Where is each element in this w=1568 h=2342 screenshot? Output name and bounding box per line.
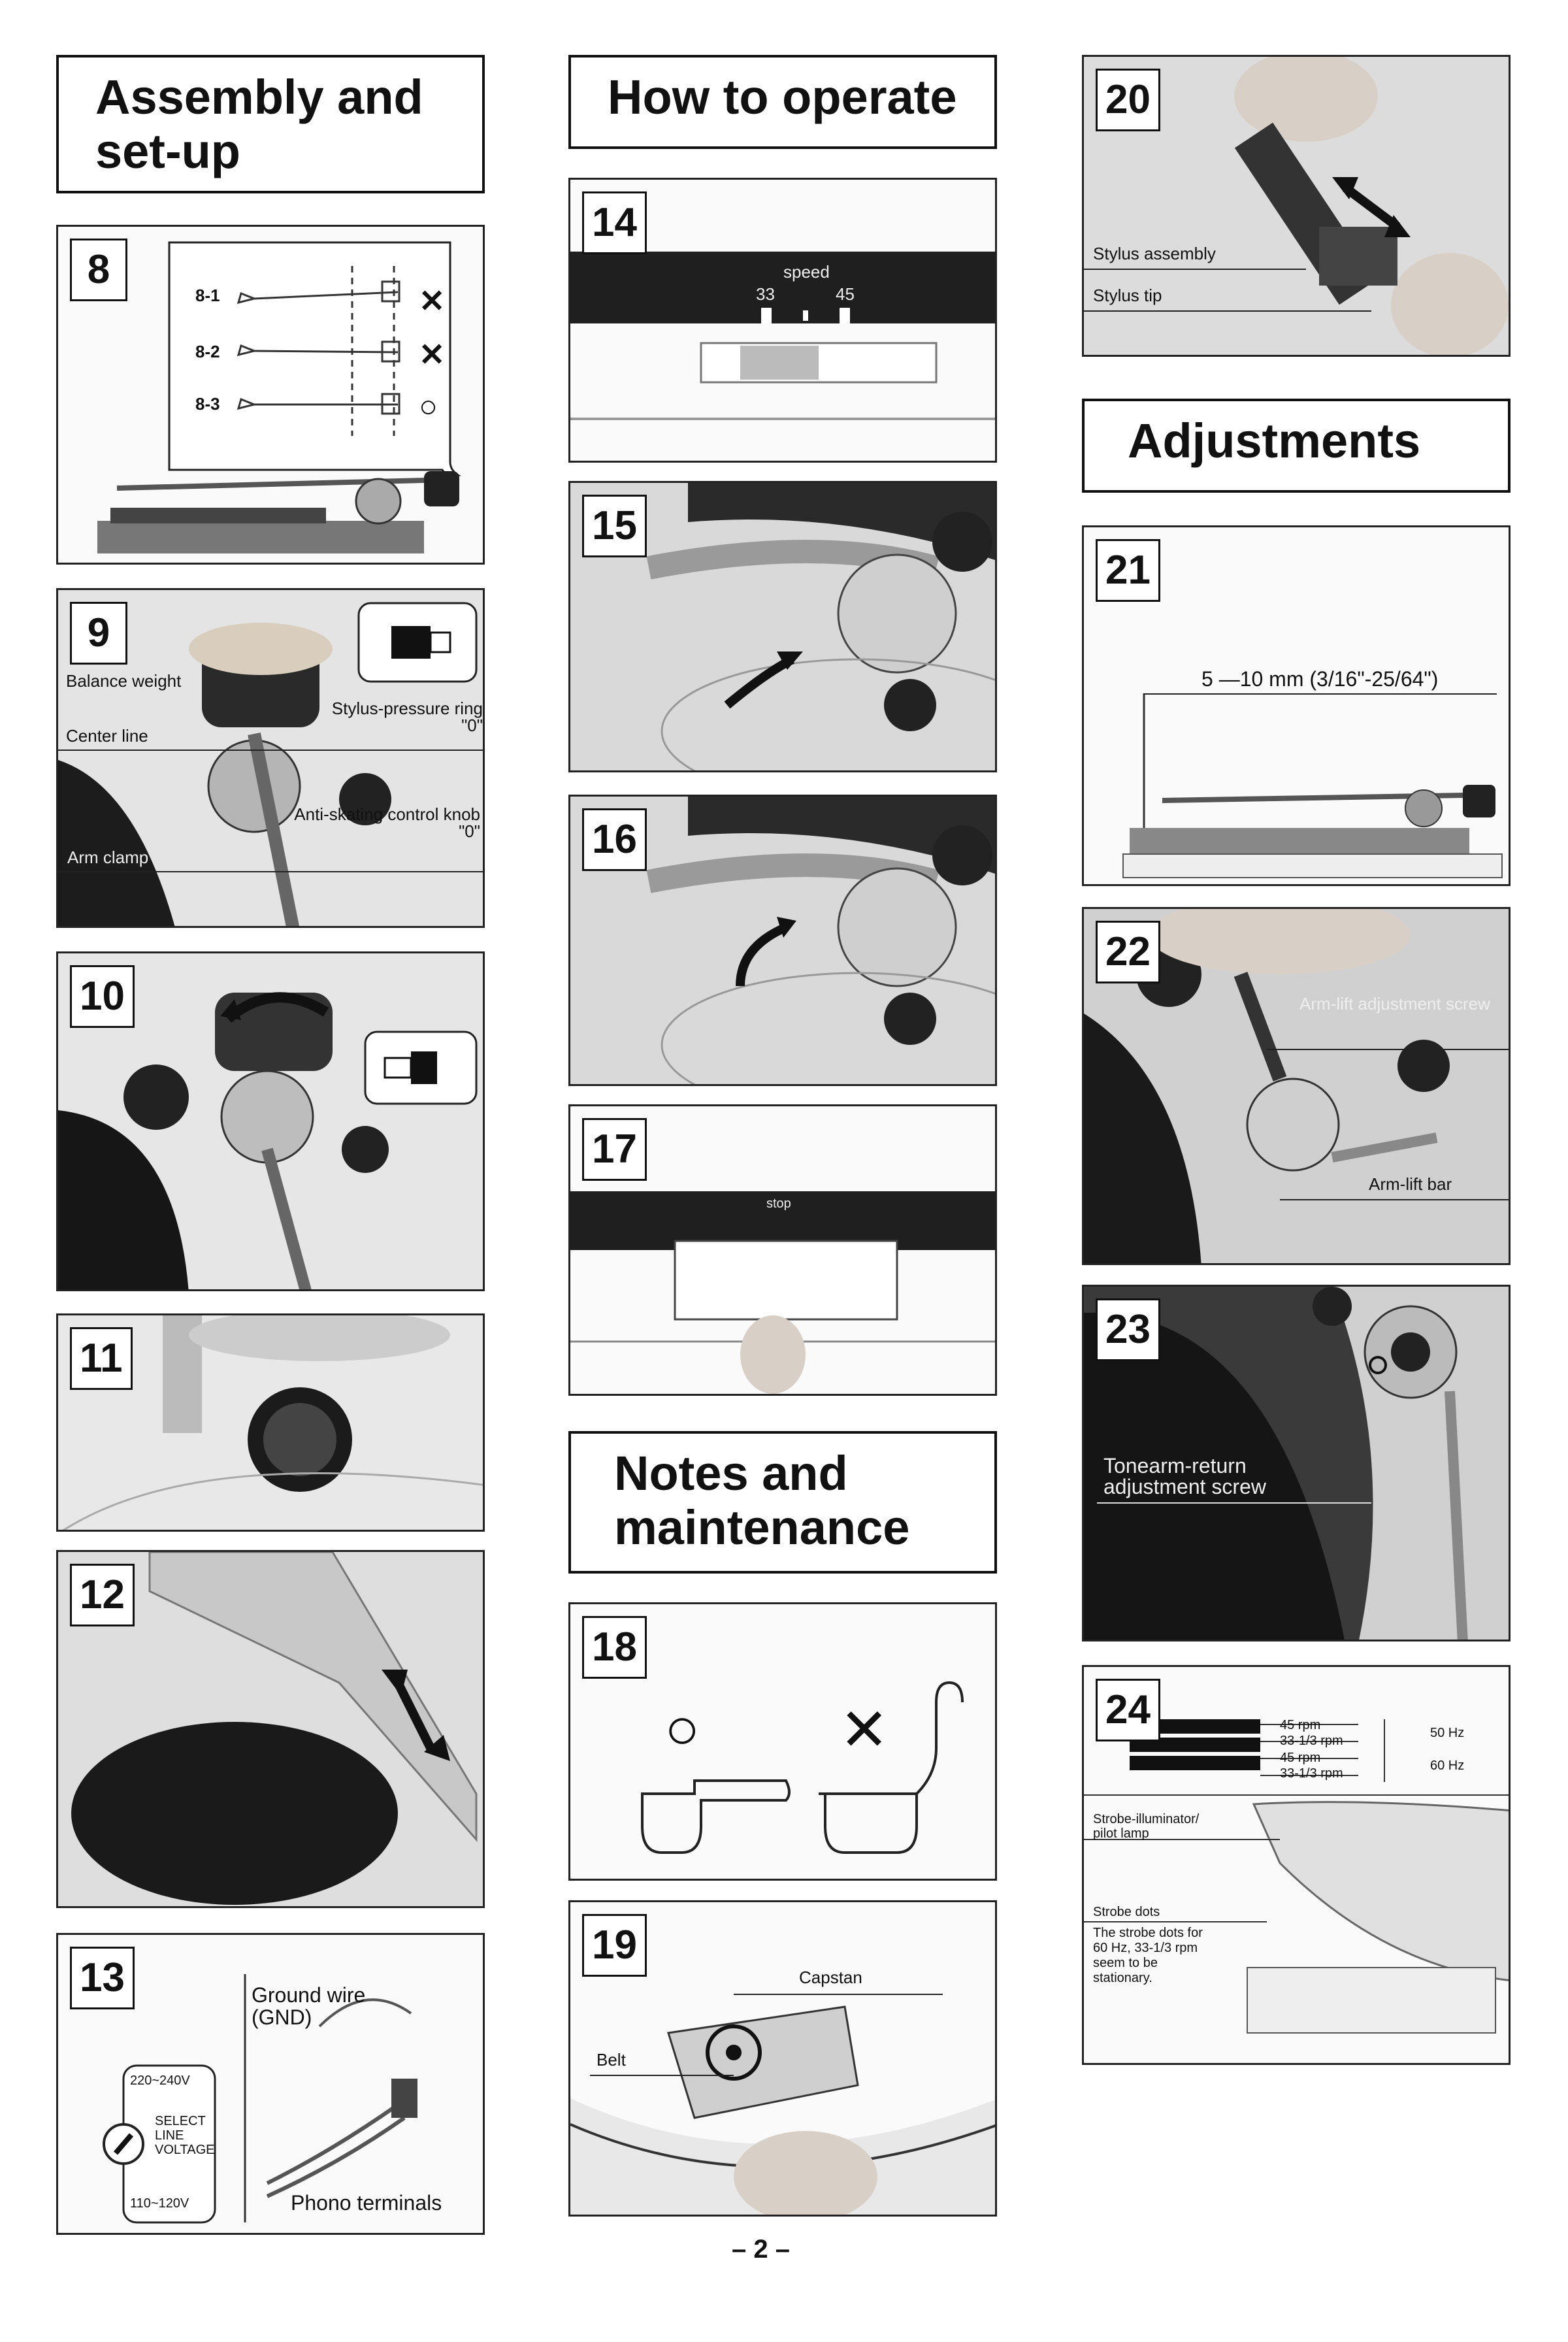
belt-label: Belt — [596, 2050, 626, 2070]
step-number: 13 — [70, 1947, 135, 2009]
anti-skating-knob-photo — [62, 1315, 483, 1530]
strobe-dots-label: Strobe dots — [1093, 1905, 1160, 1919]
panel-12: 12 — [56, 1550, 485, 1908]
panel-24: 24 45 rpm 33-1/3 rpm 45 rpm 33-1/3 rpm 5… — [1082, 1665, 1511, 2065]
step-number: 11 — [70, 1327, 133, 1390]
rpm-45a-label: 45 rpm — [1280, 1718, 1321, 1732]
phono-terminals-label: Phono terminals — [291, 2191, 442, 2215]
tonearm-return-photo — [1084, 1287, 1509, 1640]
speed-label: speed — [783, 262, 830, 282]
stylus-ring-label: Stylus-pressure ring "0" — [331, 699, 483, 735]
step-number: 9 — [70, 602, 127, 665]
panel-17: 17 stop — [568, 1104, 997, 1396]
step-number: 23 — [1096, 1298, 1160, 1361]
step-number: 14 — [582, 191, 647, 254]
voltage-selector-diagram — [103, 1974, 417, 2224]
correct-mark: ○ — [664, 1696, 700, 1762]
panel-10: 10 — [56, 951, 485, 1291]
heading-assembly: Assembly and set-up — [56, 55, 485, 193]
hz-50-label: 50 Hz — [1430, 1726, 1465, 1740]
stylus-replacement-photo — [1234, 57, 1509, 355]
step-number: 16 — [582, 808, 647, 871]
step-number: 22 — [1096, 921, 1160, 983]
stop-label: stop — [766, 1196, 791, 1211]
step-number: 8 — [70, 239, 127, 301]
panel-19: 19 Capstan Belt — [568, 1900, 997, 2217]
voltage-high-label: 220~240V — [130, 2073, 190, 2088]
center-line-label: Center line — [66, 726, 148, 746]
panel-8: 8 8-1 8-2 8-3 ✕ ✕ ○ — [56, 225, 485, 565]
strobe-note: The strobe dots for 60 Hz, 33-1/3 rpm se… — [1093, 1926, 1203, 1985]
panel-14: 14 speed 33 45 — [568, 178, 997, 463]
step-8-1: 8-1 — [195, 286, 220, 305]
page-number: – 2 – — [732, 2235, 790, 2264]
panel-15: 15 — [568, 481, 997, 772]
balance-weight-photo — [58, 602, 478, 926]
arm-lift-bar-label: Arm-lift bar — [1369, 1174, 1452, 1194]
step-number: 18 — [582, 1616, 647, 1679]
step-number: 21 — [1096, 539, 1160, 602]
arm-height-diagram — [1122, 693, 1503, 878]
tonearm-return-label: Tonearm-return adjustment screw — [1103, 1454, 1266, 1498]
step-8-3: 8-3 — [195, 394, 220, 414]
heading-adjustments: Adjustments — [1082, 399, 1511, 493]
heading-notes: Notes and maintenance — [568, 1431, 997, 1574]
circle-mark: ○ — [419, 389, 438, 424]
step-8-2: 8-2 — [195, 342, 220, 361]
voltage-low-label: 110~120V — [130, 2196, 189, 2211]
balance-weight-label: Balance weight — [66, 671, 182, 691]
stylus-tip-label: Stylus tip — [1093, 286, 1162, 305]
arm-lift-adjust-photo — [1084, 909, 1450, 1263]
stop-button-diagram — [570, 1191, 995, 1394]
ground-wire-label: Ground wire (GND) — [252, 1983, 366, 2029]
arm-clamp-label: Arm clamp — [67, 848, 149, 867]
panel-21: 21 5 —10 mm (3/16"-25/64") — [1082, 525, 1511, 886]
anti-skating-label: Anti-skating control knob "0" — [294, 804, 480, 841]
cross-mark: ✕ — [419, 284, 446, 319]
step-number: 17 — [582, 1118, 647, 1181]
headshell-orientation-diagram — [641, 1681, 964, 1854]
rpm-33a-label: 33-1/3 rpm — [1280, 1734, 1343, 1748]
heading-adjustments-text: Adjustments — [1128, 414, 1421, 468]
step-number: 10 — [70, 965, 135, 1028]
arm-lift-photo — [646, 483, 995, 770]
rpm-33b-label: 33-1/3 rpm — [1280, 1766, 1343, 1781]
speed-selector-diagram — [570, 252, 995, 420]
belt-capstan-photo — [570, 2005, 995, 2215]
speed-45-label: 45 — [836, 284, 855, 304]
panel-18: 18 ○ ✕ — [568, 1602, 997, 1881]
step-number: 19 — [582, 1914, 647, 1977]
heading-notes-text: Notes and maintenance — [614, 1446, 910, 1555]
panel-22: 22 Arm-lift adjustment screw Arm-lift ba… — [1082, 907, 1511, 1265]
dust-cover-photo — [71, 1552, 478, 1905]
panel-11: 11 — [56, 1313, 485, 1532]
step-number: 20 — [1096, 69, 1160, 131]
capstan-label: Capstan — [799, 1968, 862, 1987]
step-number: 12 — [70, 1564, 135, 1626]
heading-operate: How to operate — [568, 55, 997, 149]
height-dimension-label: 5 —10 mm (3/16"-25/64") — [1201, 667, 1439, 691]
speed-33-label: 33 — [756, 284, 775, 304]
strobe-lamp-label: Strobe-illuminator/ pilot lamp — [1093, 1812, 1200, 1841]
select-line-voltage-label: SELECT LINE VOLTAGE — [155, 2114, 215, 2157]
wrong-mark: ✕ — [840, 1698, 889, 1763]
panel-9: 9 Balance weight Stylus-pressure ring "0… — [56, 588, 485, 928]
arm-lift-lower-photo — [646, 797, 995, 1084]
stylus-assembly-label: Stylus assembly — [1093, 244, 1216, 263]
hz-60-label: 60 Hz — [1430, 1758, 1465, 1773]
cross-mark: ✕ — [419, 338, 446, 372]
step-number: 24 — [1096, 1679, 1160, 1741]
balance-weight-adjust-photo — [58, 992, 478, 1289]
step-number: 15 — [582, 495, 647, 557]
panel-16: 16 — [568, 795, 997, 1086]
panel-13: 13 220~240V SELECT LINE VOLTAGE 110~120V… — [56, 1933, 485, 2235]
tonearm-balance-diagram — [97, 241, 461, 553]
heading-assembly-text: Assembly and set-up — [95, 70, 423, 178]
heading-operate-text: How to operate — [608, 70, 957, 124]
rpm-45b-label: 45 rpm — [1280, 1751, 1321, 1765]
panel-23: 23 Tonearm-return adjustment screw — [1082, 1285, 1511, 1641]
arm-lift-screw-label: Arm-lift adjustment screw — [1299, 994, 1490, 1014]
panel-20: 20 Stylus assembly Stylus tip — [1082, 55, 1511, 357]
strobe-diagram — [1084, 1719, 1509, 2034]
